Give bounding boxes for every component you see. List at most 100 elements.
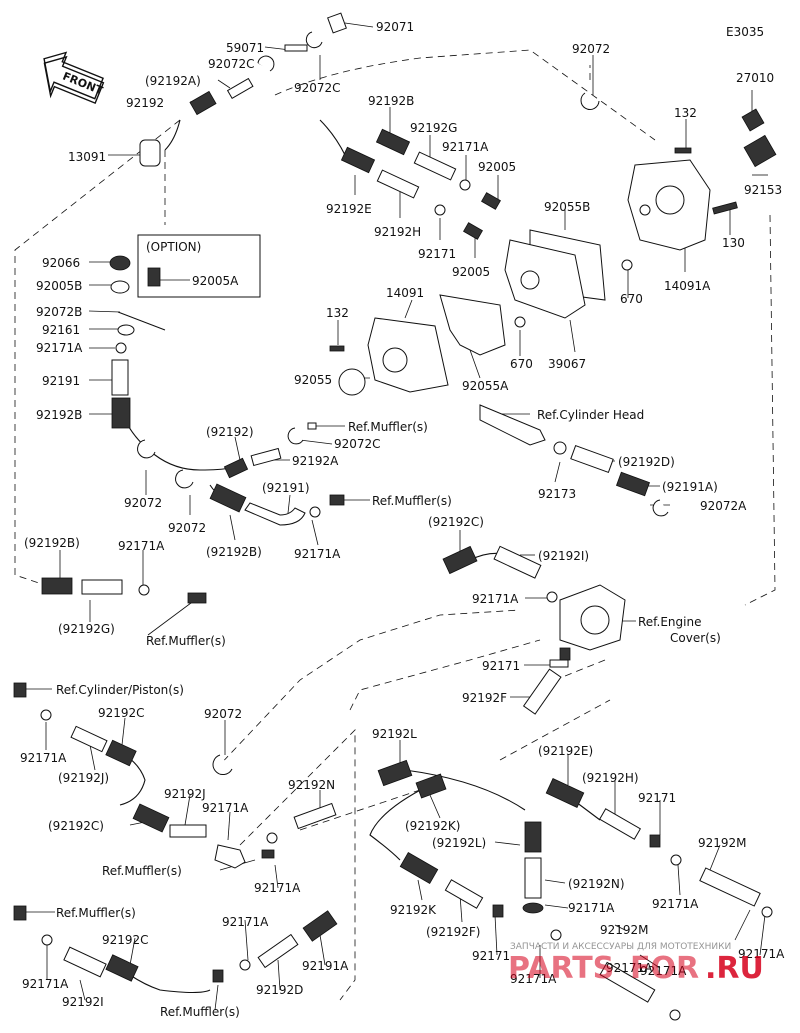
part-label: 670 xyxy=(510,357,533,371)
part-label: 92171A xyxy=(22,977,69,991)
part-label: 59071 xyxy=(226,41,264,55)
part-label: Ref.Muffler(s) xyxy=(56,906,136,920)
part-label: (92192J) xyxy=(58,771,109,785)
part-label: (92192N) xyxy=(568,877,625,891)
part-label: 92171A xyxy=(652,897,699,911)
part-label: 92005A xyxy=(192,274,239,288)
part-label: 92005B xyxy=(36,279,82,293)
part-label: 92171A xyxy=(118,539,165,553)
part-label: 132 xyxy=(326,306,349,320)
part-label: 92171A xyxy=(222,915,269,929)
part-label: 92192C xyxy=(98,706,145,720)
part-label: Ref.Muffler(s) xyxy=(102,864,182,878)
part-label: 92171A xyxy=(510,972,557,986)
part-label: 92072C xyxy=(334,437,381,451)
part-label: 92072 xyxy=(204,707,242,721)
part-label: 14091A xyxy=(664,279,711,293)
part-label: (92192A) xyxy=(145,74,201,88)
diagram-code: E3035 xyxy=(726,25,764,39)
part-label: Ref.Muffler(s) xyxy=(372,494,452,508)
part-label: 92171A xyxy=(640,964,687,978)
part-label: 92171A xyxy=(472,592,519,606)
part-label: 670 xyxy=(620,292,643,306)
part-label: 92171A xyxy=(606,961,653,975)
part-label: 92192K xyxy=(390,903,437,917)
part-label: 92192N xyxy=(288,778,335,792)
part-label: 92055 xyxy=(294,373,332,387)
part-label: 92192A xyxy=(292,454,339,468)
part-label: (92192G) xyxy=(58,622,115,636)
part-label: 92171A xyxy=(442,140,489,154)
part-label: 92192L xyxy=(372,727,417,741)
part-label: 92192G xyxy=(410,121,457,135)
part-label: 39067 xyxy=(548,357,586,371)
part-label: 92072 xyxy=(124,496,162,510)
part-label: 92171A xyxy=(294,547,341,561)
watermark-brand-suffix: .RU xyxy=(705,951,764,986)
part-label: (92192L) xyxy=(432,836,486,850)
watermark-brand-right: FOR xyxy=(630,951,699,986)
part-label: 92171A xyxy=(254,881,301,895)
part-label: 92192C xyxy=(102,933,149,947)
part-label: (92192F) xyxy=(426,925,480,939)
part-label: 92072C xyxy=(294,81,341,95)
part-label: Cover(s) xyxy=(670,631,721,645)
part-label: 92072C xyxy=(208,57,255,71)
part-label: 92066 xyxy=(42,256,80,270)
part-label: 92192B xyxy=(368,94,414,108)
part-label: (92192K) xyxy=(405,819,460,833)
part-label: (92192H) xyxy=(582,771,639,785)
part-label: 92161 xyxy=(42,323,80,337)
part-label: 92005 xyxy=(452,265,490,279)
part-label: 92055B xyxy=(544,200,590,214)
front-arrow: FRONT xyxy=(43,51,105,105)
part-label: 92171A xyxy=(202,801,249,815)
part-label: 92192M xyxy=(600,923,649,937)
part-label: 132 xyxy=(674,106,697,120)
watermark: ЗАПЧАСТИ И АКСЕССУАРЫ ДЛЯ МОТОТЕХНИКИ PA… xyxy=(508,942,764,986)
part-label: 92171A xyxy=(568,901,615,915)
part-label: (92191) xyxy=(262,481,310,495)
part-label: Ref.Cylinder/Piston(s) xyxy=(56,683,184,697)
part-label: 92153 xyxy=(744,183,782,197)
part-label: 92171 xyxy=(418,247,456,261)
part-label: 13091 xyxy=(68,150,106,164)
part-label: 92192B xyxy=(36,408,82,422)
part-label: 92192E xyxy=(326,202,372,216)
part-label: (92192C) xyxy=(48,819,104,833)
part-label: (92192B) xyxy=(206,545,262,559)
part-label: (92192D) xyxy=(618,455,675,469)
part-label: 92072 xyxy=(168,521,206,535)
option-label: (OPTION) xyxy=(146,240,201,254)
part-label: 92192M xyxy=(698,836,747,850)
part-label: Ref.Cylinder Head xyxy=(537,408,644,422)
boundary-lines xyxy=(14,49,776,1001)
part-label: 92071 xyxy=(376,20,414,34)
part-label: 92191 xyxy=(42,374,80,388)
part-label: Ref.Muffler(s) xyxy=(160,1005,240,1019)
leader-lines xyxy=(25,22,768,1011)
part-label: 92005 xyxy=(478,160,516,174)
part-label: 92072B xyxy=(36,305,82,319)
part-label: (92191A) xyxy=(662,480,718,494)
part-label: 92072 xyxy=(572,42,610,56)
part-label: 92171 xyxy=(482,659,520,673)
option-box xyxy=(137,234,261,298)
part-label: 130 xyxy=(722,236,745,250)
part-label: 92191A xyxy=(302,959,349,973)
part-label: 92171 xyxy=(472,949,510,963)
part-label: 92171 xyxy=(638,791,676,805)
part-label: 92171A xyxy=(36,341,83,355)
watermark-brand-left: PARTS xyxy=(508,951,614,986)
part-label: (92192C) xyxy=(428,515,484,529)
part-labels: 92071 59071 92072C (92192A) 92192 92072C… xyxy=(20,20,785,1019)
part-label: Ref.Muffler(s) xyxy=(146,634,226,648)
part-label: (92192I) xyxy=(538,549,589,563)
part-label: 27010 xyxy=(736,71,774,85)
part-label: 92192D xyxy=(256,983,303,997)
part-label: 14091 xyxy=(386,286,424,300)
part-label: (92192) xyxy=(206,425,254,439)
part-shapes xyxy=(13,12,777,1021)
